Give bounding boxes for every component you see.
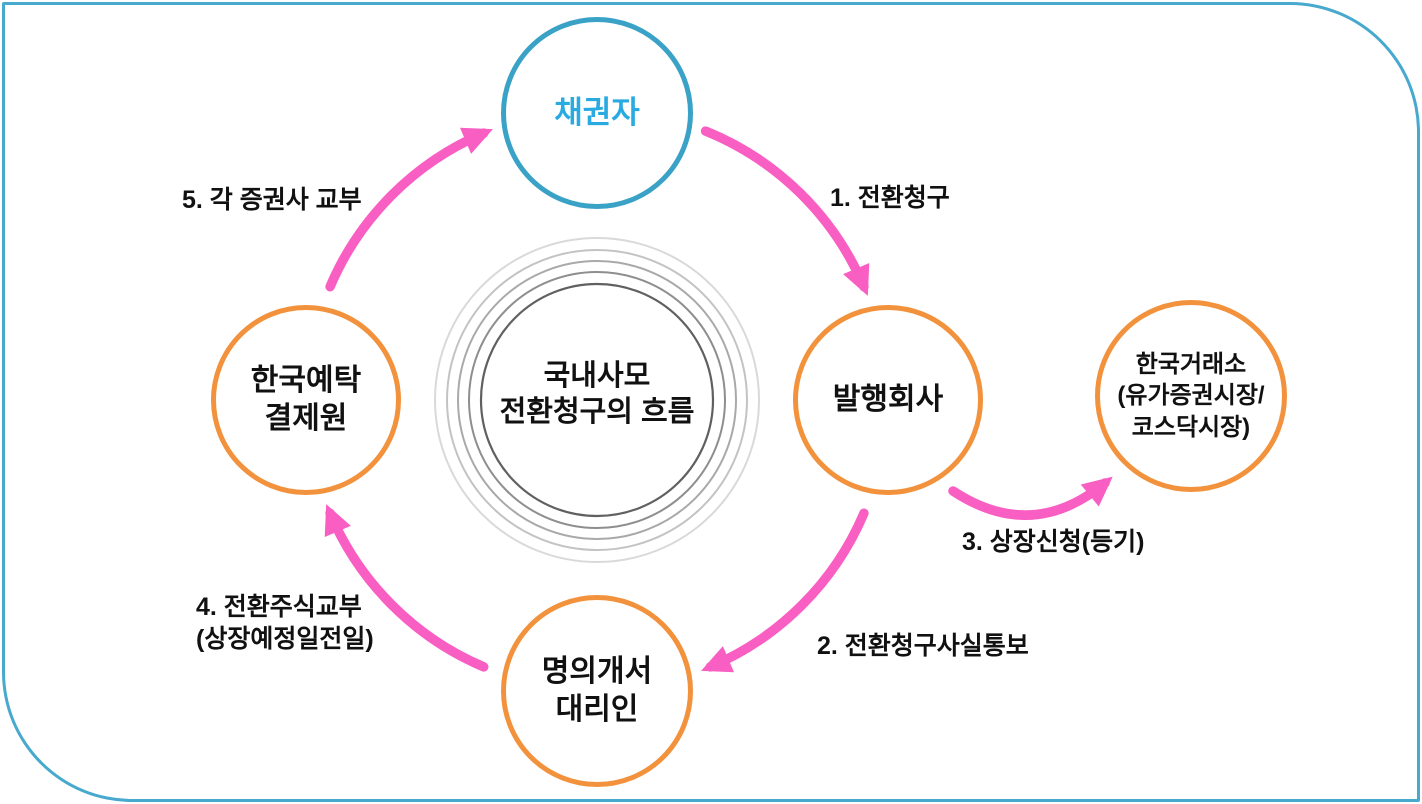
flow-label-step5: 5. 각 증권사 교부	[182, 186, 362, 214]
flow-label-step2: 2. 전환청구사실통보	[817, 632, 1029, 660]
flow-label-step1: 1. 전환청구	[830, 184, 950, 212]
center-ring	[479, 282, 715, 518]
node-depository: 한국예탁 결제원	[211, 305, 401, 495]
flow-label-step3: 3. 상장신청(등기)	[962, 528, 1145, 556]
node-exchange-label: 한국거래소 (유가증권시장/ 코스닥시장)	[1117, 351, 1265, 441]
node-exchange: 한국거래소 (유가증권시장/ 코스닥시장)	[1095, 300, 1287, 492]
node-creditor: 채권자	[501, 17, 693, 209]
node-issuer: 발행회사	[793, 305, 983, 495]
center-rings	[434, 237, 760, 563]
center-ring	[434, 237, 760, 563]
flow-arc-step1	[700, 126, 870, 296]
node-issuer-label: 발행회사	[832, 382, 944, 416]
node-depository-label: 한국예탁 결제원	[250, 363, 362, 435]
node-creditor-label: 채권자	[554, 95, 640, 131]
center-ring	[457, 260, 737, 540]
node-transfer-agent: 명의개서 대리인	[501, 595, 693, 787]
flow-arc-step2	[701, 508, 869, 673]
diagram-title: 국내사모 전환청구의 흐름	[499, 360, 695, 429]
flow-arc-step5	[325, 127, 493, 292]
node-transfer-agent-label: 명의개서 대리인	[541, 654, 653, 726]
flow-label-step4: 4. 전환주식교부 (상장예정일전일)	[196, 593, 374, 653]
center-ring	[468, 271, 726, 529]
center-ring	[446, 249, 748, 551]
flow-arc-step3	[948, 476, 1113, 520]
flow-arc-step4	[324, 504, 489, 672]
